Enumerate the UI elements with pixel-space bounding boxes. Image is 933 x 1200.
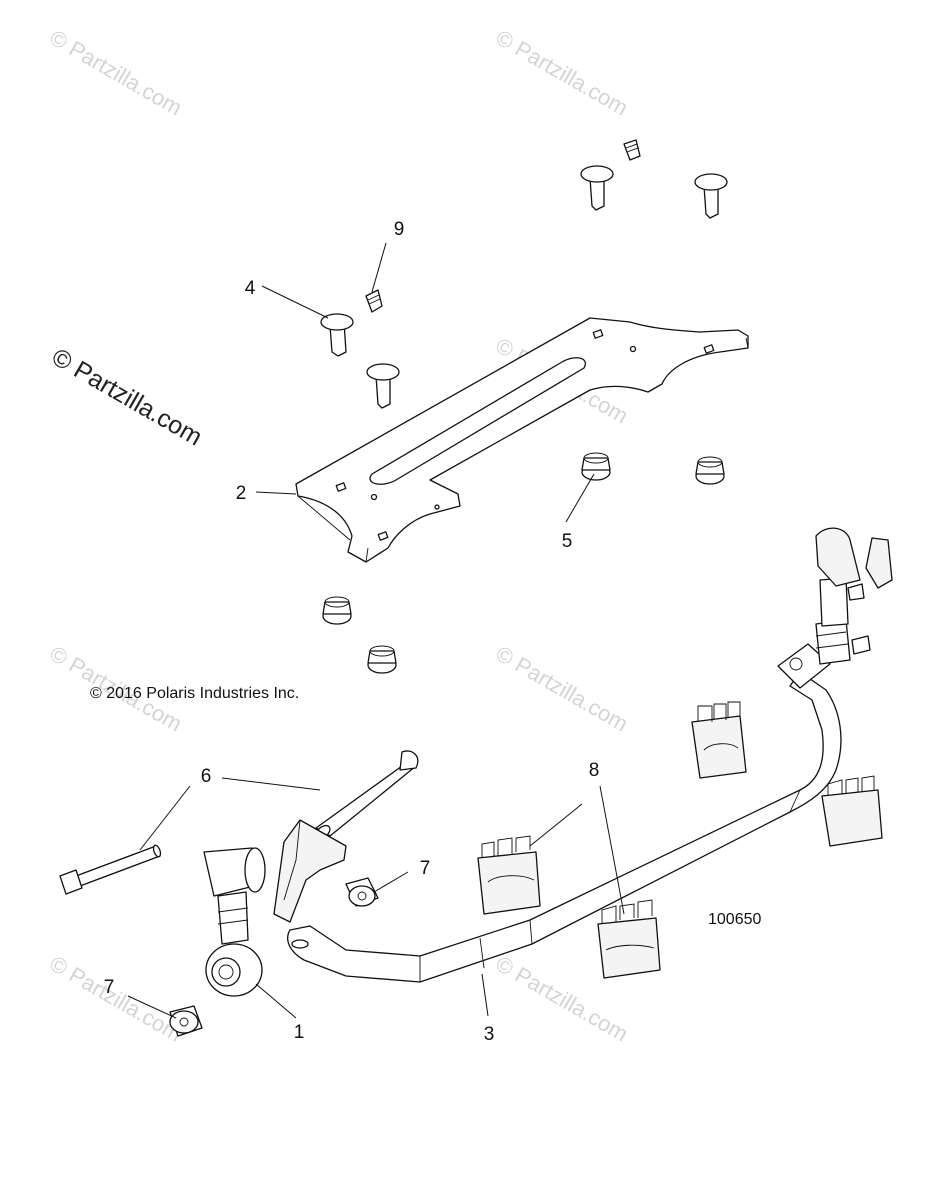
- watermarks: © Partzilla.com © Partzilla.com © Partzi…: [46, 25, 633, 1047]
- watermark-bottom-left: © Partzilla.com: [46, 951, 187, 1047]
- copyright-notice: © 2016 Polaris Industries Inc.: [90, 685, 299, 702]
- flange-nut-7a: [345, 877, 379, 907]
- callout-4: 4: [245, 278, 256, 299]
- watermark-top-left: © Partzilla.com: [46, 25, 187, 121]
- leader-lines: [127, 242, 625, 1019]
- flange-nut-3: [322, 596, 352, 625]
- upper-end-link: [777, 527, 893, 689]
- end-link: [203, 847, 266, 997]
- watermark-left-large: © Partzilla.com: [47, 343, 207, 451]
- callout-1: 1: [294, 1022, 305, 1043]
- flange-nut-7b: [169, 1005, 203, 1037]
- bushing-3: [477, 835, 541, 915]
- bushing-4: [597, 899, 661, 979]
- grease-fitting-1: [365, 289, 383, 313]
- bolt-short: [315, 750, 419, 840]
- carriage-bolt-2: [366, 363, 400, 409]
- callout-7-upper: 7: [420, 858, 431, 879]
- callout-2: 2: [236, 483, 247, 504]
- callout-9: 9: [394, 219, 405, 240]
- bushing-2: [821, 775, 883, 847]
- carriage-bolt-1: [320, 313, 354, 357]
- callout-7-lower: 7: [104, 977, 115, 998]
- link-bracket: [273, 819, 347, 923]
- diagram-number: 100650: [708, 911, 761, 928]
- watermark-top-right: © Partzilla.com: [492, 25, 633, 121]
- carriage-bolt-3: [580, 165, 614, 211]
- grease-fitting-2: [623, 139, 641, 161]
- callout-8: 8: [589, 760, 600, 781]
- callout-6: 6: [201, 766, 212, 787]
- mounting-plate: [295, 317, 749, 563]
- bushing-1: [691, 701, 747, 779]
- flange-nut-1: [581, 452, 611, 481]
- flange-nut-4: [367, 645, 397, 674]
- callouts: 1 2 3 4 5 6 7 7 8 9: [104, 219, 600, 1045]
- stabilizer-bar: [287, 671, 842, 983]
- flange-nut-2: [695, 456, 725, 485]
- carriage-bolt-4: [694, 173, 728, 219]
- watermark-lower-right: © Partzilla.com: [492, 641, 633, 737]
- callout-5: 5: [562, 531, 573, 552]
- bolt-long: [59, 844, 162, 895]
- callout-3: 3: [484, 1024, 495, 1045]
